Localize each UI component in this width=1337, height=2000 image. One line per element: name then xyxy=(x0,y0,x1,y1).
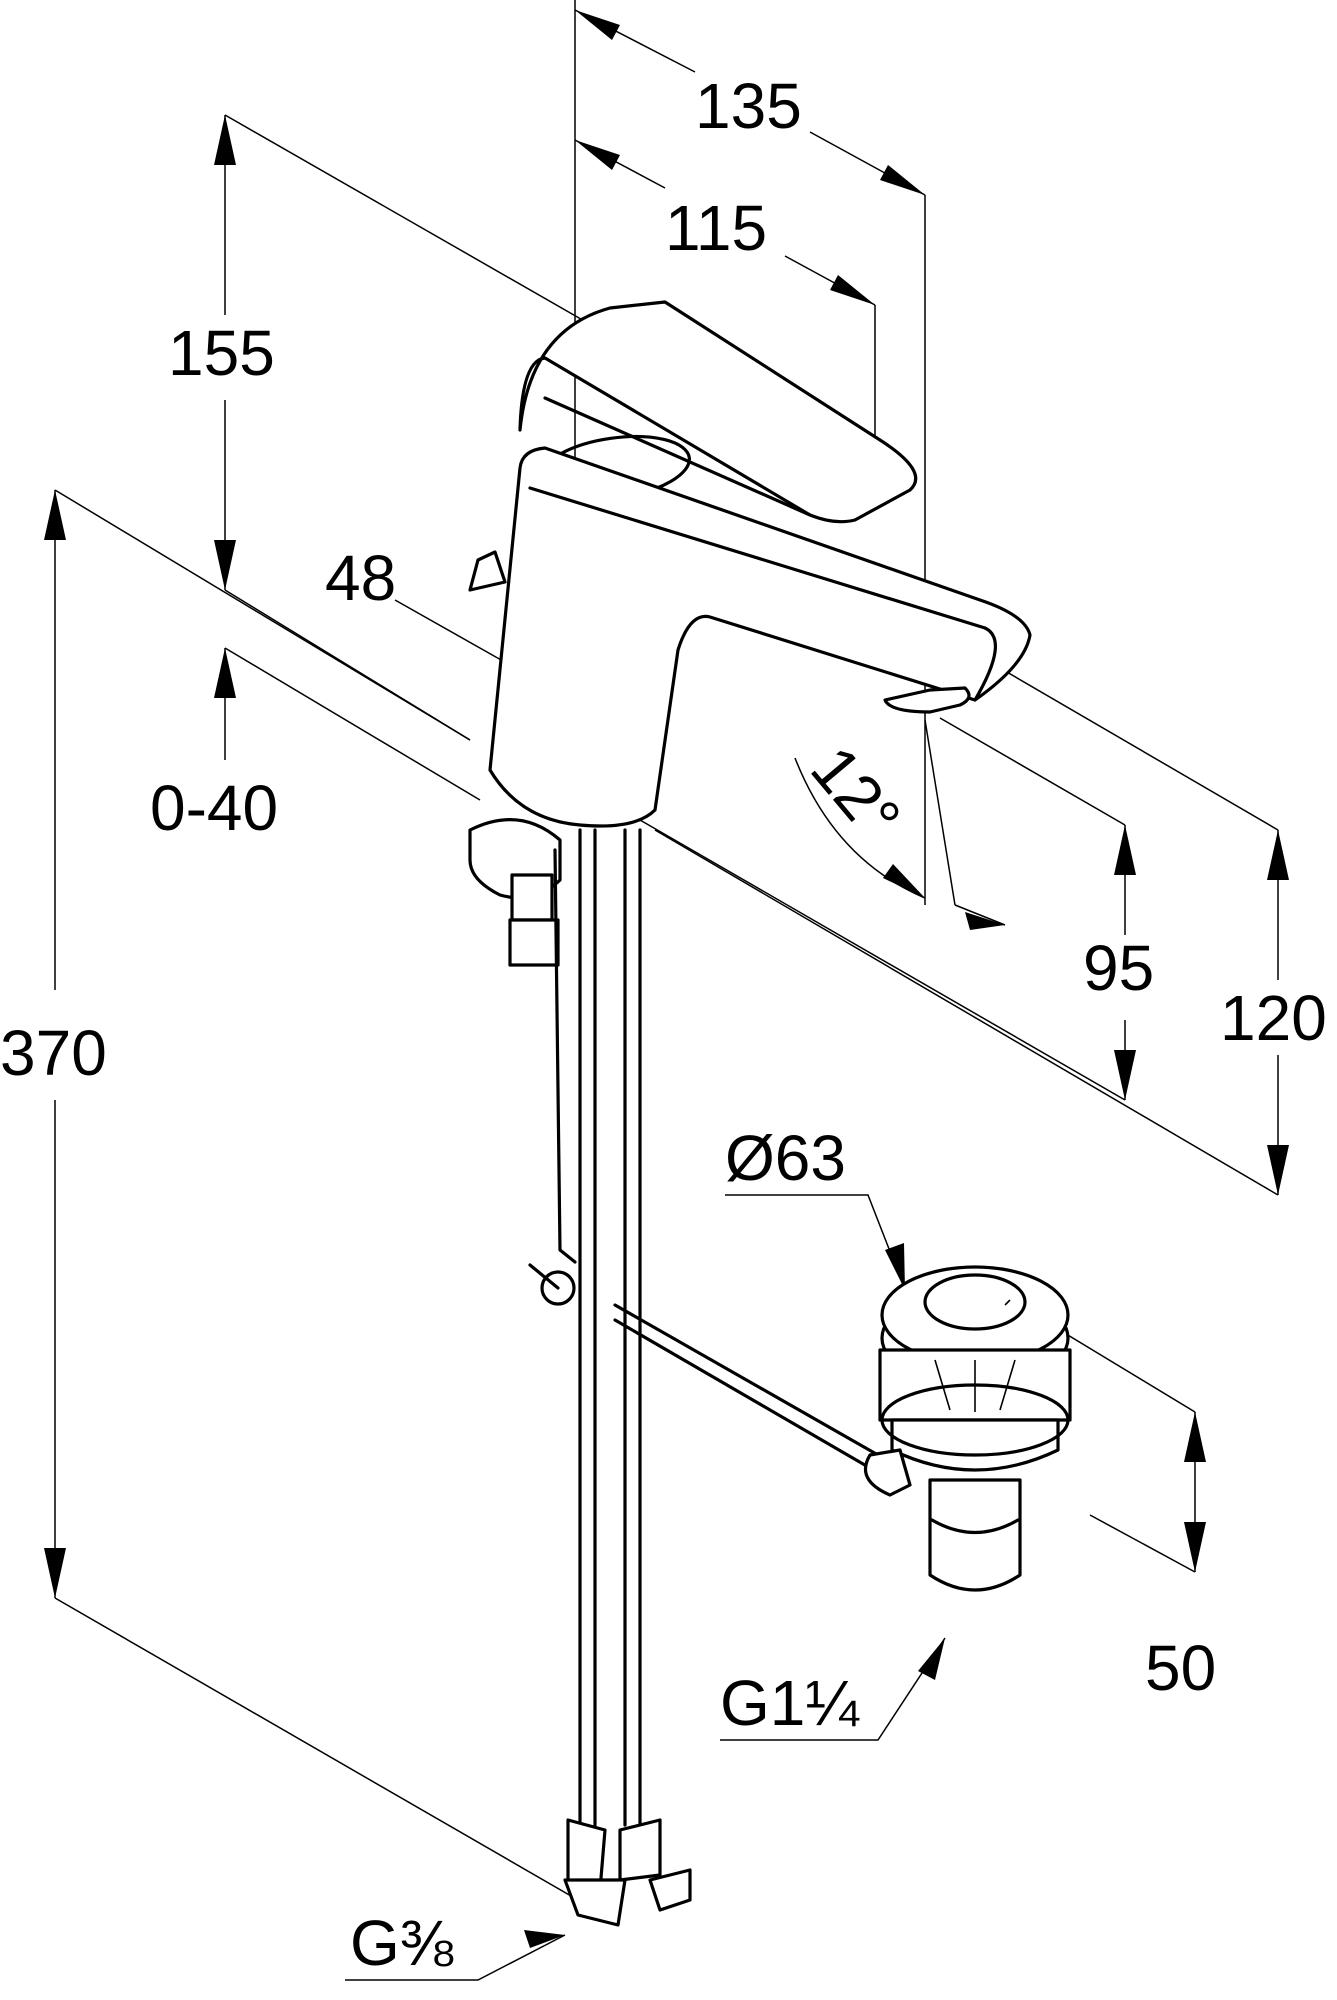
label-diameter-63: Ø63 xyxy=(725,1122,846,1194)
label-12-deg: 12° xyxy=(797,733,914,853)
spout-body xyxy=(488,446,1032,828)
aerator xyxy=(883,686,971,714)
side-bracket xyxy=(468,550,507,592)
label-0-40: 0-40 xyxy=(150,772,278,844)
hose-connector-right xyxy=(618,1818,662,1882)
drain-tailpiece xyxy=(928,1478,1022,1592)
label-g3-eighth: G⅜ xyxy=(350,1907,454,1979)
faucet-body xyxy=(468,300,1032,1927)
label-95: 95 xyxy=(1083,932,1154,1004)
drain-linkage xyxy=(864,1448,912,1497)
dimension-arrows xyxy=(44,10,1289,1948)
label-370: 370 xyxy=(0,1017,107,1089)
label-48: 48 xyxy=(325,542,396,614)
label-120: 120 xyxy=(1220,982,1327,1054)
drain-assembly xyxy=(864,1265,1072,1592)
label-50: 50 xyxy=(1145,1632,1216,1704)
label-155: 155 xyxy=(168,317,275,389)
label-g1-quarter: G1¼ xyxy=(720,1667,860,1739)
label-115: 115 xyxy=(665,192,767,264)
drain-cap xyxy=(923,1273,1027,1331)
label-135: 135 xyxy=(695,70,802,142)
lever-handle xyxy=(518,300,918,524)
